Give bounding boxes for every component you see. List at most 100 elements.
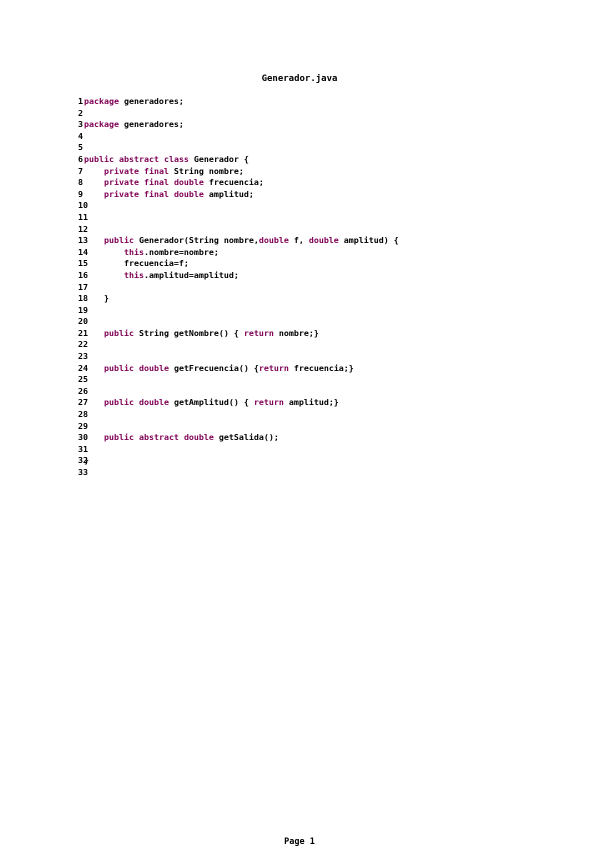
code-text: [84, 397, 104, 407]
line-number: 14: [78, 246, 88, 257]
code-text: getSalida();: [213, 432, 279, 443]
line-number: 32: [78, 455, 88, 466]
code-text: nombre;}: [273, 327, 319, 338]
code-keyword: package: [84, 96, 119, 106]
line-code: public Generador(String nombre,double f,…: [84, 235, 399, 247]
line-number: 29: [78, 420, 88, 431]
code-keyword: double: [258, 235, 289, 246]
code-keyword: double: [183, 432, 214, 443]
line-number: 10: [78, 200, 88, 211]
code-line: 24 public double getFrecuencia() {return…: [78, 363, 548, 375]
code-text: String nombre;: [168, 165, 244, 176]
code-keyword: double: [173, 188, 204, 199]
code-text: frecuencia;: [203, 177, 264, 188]
code-keyword: private: [103, 188, 139, 199]
line-number: 17: [78, 281, 88, 292]
code-text: [84, 363, 104, 373]
code-text: [84, 328, 104, 338]
line-number: 22: [78, 339, 88, 350]
code-line: 18 }: [78, 293, 548, 305]
line-number: 16: [78, 269, 88, 280]
line-number: 20: [78, 316, 88, 327]
line-number: 30: [78, 432, 88, 443]
line-number: 21: [78, 327, 88, 338]
line-code: }: [84, 293, 109, 305]
line-code: }: [84, 455, 89, 467]
line-code: private final String nombre;: [84, 166, 244, 178]
code-line: 31: [78, 444, 548, 456]
line-code: public abstract class Generador {: [84, 154, 249, 166]
code-text: amplitud;: [203, 188, 254, 199]
line-number: 1: [78, 96, 83, 106]
line-code: this.nombre=nombre;: [84, 247, 219, 259]
code-line: 7 private final String nombre;: [78, 166, 548, 178]
line-code: public String getNombre() { return nombr…: [84, 328, 319, 340]
code-line: 33: [78, 467, 548, 479]
line-code: this.amplitud=amplitud;: [84, 270, 239, 282]
code-line: 32}: [78, 455, 548, 467]
code-text: frecuencia=f;: [84, 258, 189, 269]
code-keyword: this: [123, 246, 144, 257]
code-keyword: public: [103, 327, 134, 338]
line-number: 4: [78, 130, 83, 141]
code-text: [84, 235, 104, 245]
code-line: 21 public String getNombre() { return no…: [78, 328, 548, 340]
code-keyword: public: [103, 362, 134, 373]
line-number: 2: [78, 107, 83, 118]
code-text: [84, 189, 104, 199]
code-text: [84, 166, 104, 176]
code-line: 17: [78, 282, 548, 294]
code-keyword: final: [143, 165, 169, 176]
code-keyword: private: [103, 165, 139, 176]
page-title: Generador.java: [261, 74, 338, 84]
line-code: public double getAmplitud() { return amp…: [84, 397, 339, 409]
line-code: frecuencia=f;: [84, 258, 189, 270]
line-number: 27: [78, 397, 88, 408]
code-line: 20: [78, 316, 548, 328]
line-number: 23: [78, 351, 88, 362]
code-line: 8 private final double frecuencia;: [78, 177, 548, 189]
code-keyword: final: [143, 188, 169, 199]
code-text: [84, 432, 104, 442]
line-number: 18: [78, 293, 88, 304]
code-keyword: final: [143, 177, 169, 188]
code-line: 10: [78, 200, 548, 212]
line-code: package generadores;: [84, 119, 184, 131]
code-keyword: double: [138, 397, 169, 408]
code-keyword: public: [103, 235, 134, 246]
line-number: 12: [78, 223, 88, 234]
code-line: 22: [78, 339, 548, 351]
code-text: Generador {: [188, 153, 249, 164]
code-text: amplitud) {: [338, 235, 399, 246]
code-text: f,: [288, 235, 309, 246]
code-line: 29: [78, 421, 548, 433]
code-text: [84, 177, 104, 187]
code-line: 19: [78, 305, 548, 317]
code-line: 5: [78, 142, 548, 154]
code-text: [84, 270, 124, 280]
code-line: 30 public abstract double getSalida();: [78, 432, 548, 444]
code-keyword: class: [163, 153, 189, 164]
code-line: 25: [78, 374, 548, 386]
code-text: amplitud;}: [283, 397, 339, 408]
code-line: 2: [78, 108, 548, 120]
code-keyword: double: [138, 362, 169, 373]
code-line: 11: [78, 212, 548, 224]
code-line: 16 this.amplitud=amplitud;: [78, 270, 548, 282]
line-number: 9: [78, 188, 83, 199]
code-text: [84, 247, 124, 257]
code-text: }: [84, 455, 89, 466]
code-keyword: public: [103, 432, 134, 443]
line-code: private final double frecuencia;: [84, 177, 264, 189]
code-line: 4: [78, 131, 548, 143]
code-text: getAmplitud() {: [168, 397, 254, 408]
code-line: 26: [78, 386, 548, 398]
code-text: }: [84, 293, 109, 304]
code-keyword: abstract: [138, 432, 179, 443]
code-line: 14 this.nombre=nombre;: [78, 247, 548, 259]
line-code: public double getFrecuencia() {return fr…: [84, 363, 354, 375]
line-code: private final double amplitud;: [84, 189, 254, 201]
line-number: 8: [78, 177, 83, 188]
